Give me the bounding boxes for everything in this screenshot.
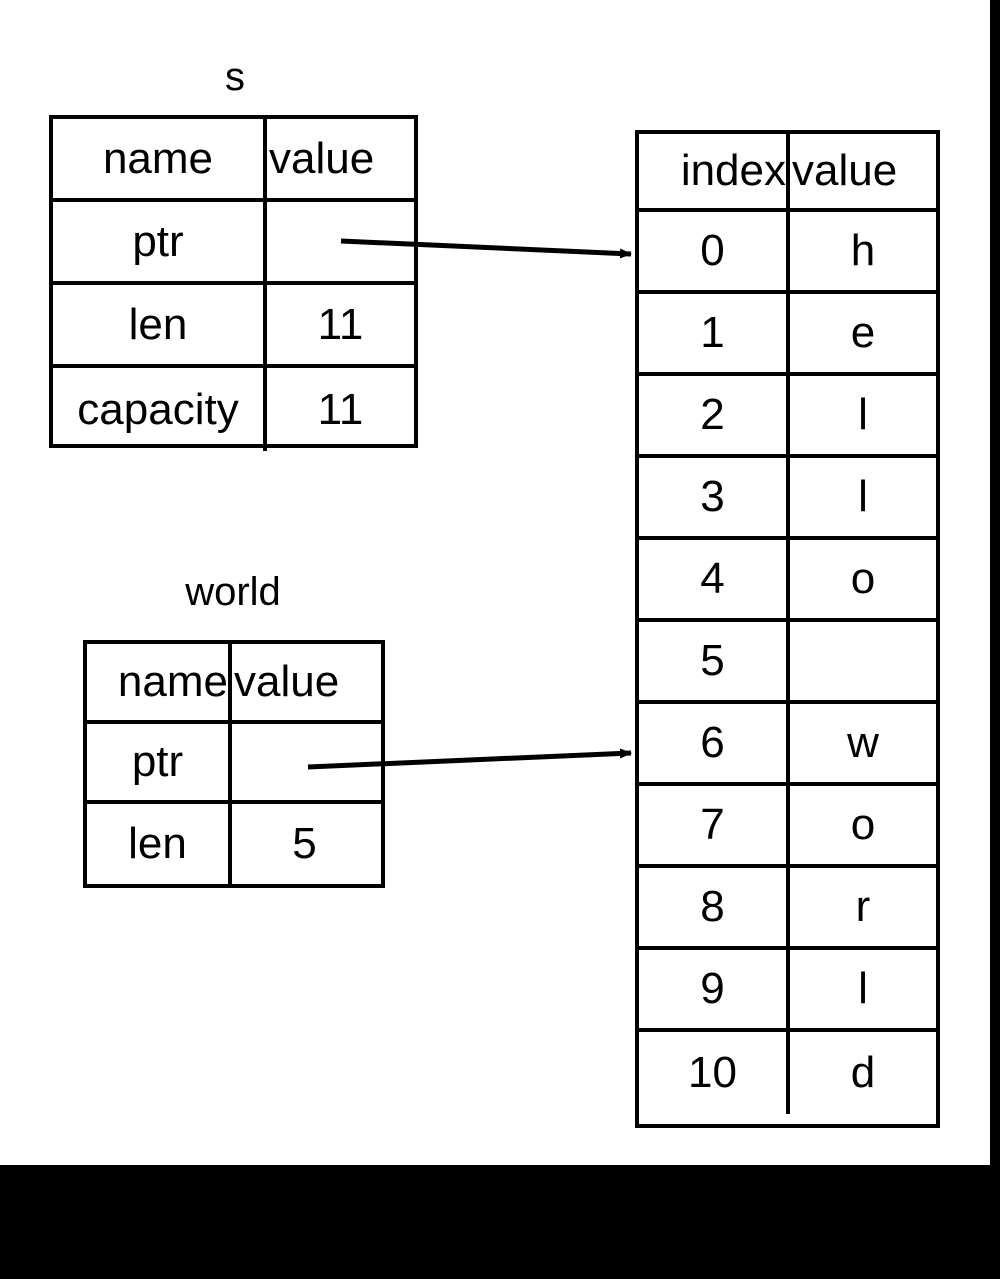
stack-table-s-title: s [225, 55, 245, 99]
table-row: 7 o [639, 786, 936, 868]
table-row: 9 l [639, 950, 936, 1032]
column-header-value: value [792, 146, 898, 195]
table-row: ptr [53, 202, 414, 285]
heap-value-0: h [850, 226, 876, 275]
table-row: 2 l [639, 376, 936, 458]
table-row: len 11 [53, 285, 414, 368]
heap-table: index value 0 h 1 e 2 l 3 l 4 o 5 6 w [635, 130, 940, 1128]
table-row: 1 e [639, 294, 936, 376]
heap-index-2: 2 [639, 376, 790, 454]
field-name-len: len [87, 804, 232, 884]
field-name-ptr: ptr [53, 202, 267, 281]
heap-value-5 [790, 622, 936, 700]
heap-index-3: 3 [639, 458, 790, 536]
field-name-len: len [53, 285, 267, 364]
stack-table-s: name value ptr len 11 capacity 11 [49, 115, 418, 451]
table-header-row: name value [87, 644, 381, 724]
field-value-len: 5 [292, 819, 317, 868]
field-value-capacity: 11 [317, 384, 364, 434]
heap-index-7: 7 [639, 786, 790, 864]
table-row: 0 h [639, 212, 936, 294]
table-row: 6 w [639, 704, 936, 786]
heap-value-10: d [850, 1048, 876, 1097]
heap-value-9: l [858, 964, 868, 1013]
heap-index-8: 8 [639, 868, 790, 946]
table-row: capacity 11 [53, 368, 414, 451]
column-header-value: value [269, 133, 375, 183]
table-row: 5 [639, 622, 936, 704]
table-row: ptr [87, 724, 381, 804]
table-row: 10 d [639, 1032, 936, 1114]
heap-index-9: 9 [639, 950, 790, 1028]
heap-index-4: 4 [639, 540, 790, 618]
heap-value-1: e [850, 308, 876, 357]
letterbox-band-bottom [0, 1165, 1000, 1279]
heap-index-6: 6 [639, 704, 790, 782]
table-row: 8 r [639, 868, 936, 950]
stack-table-world-title: world [185, 570, 281, 614]
table-header-row: index value [639, 134, 936, 212]
field-value-len: 11 [317, 299, 364, 349]
column-header-index: index [639, 134, 790, 208]
heap-index-10: 10 [639, 1032, 790, 1114]
column-header-name: name [53, 119, 267, 198]
heap-index-0: 0 [639, 212, 790, 290]
heap-value-7: o [850, 800, 876, 849]
field-name-ptr: ptr [87, 724, 232, 800]
table-row: len 5 [87, 804, 381, 884]
column-header-value: value [234, 657, 340, 706]
heap-value-4: o [850, 554, 876, 603]
heap-value-3: l [858, 472, 868, 521]
table-row: 3 l [639, 458, 936, 540]
heap-index-5: 5 [639, 622, 790, 700]
table-row: 4 o [639, 540, 936, 622]
table-header-row: name value [53, 119, 414, 202]
letterbox-band-right [990, 0, 1000, 1165]
field-name-capacity: capacity [53, 368, 267, 451]
stack-table-world: name value ptr len 5 [83, 640, 385, 888]
heap-value-8: r [855, 882, 871, 931]
field-value-ptr [232, 724, 377, 800]
heap-index-1: 1 [639, 294, 790, 372]
heap-value-6: w [847, 718, 879, 767]
column-header-name: name [87, 644, 232, 720]
heap-value-2: l [858, 390, 868, 439]
field-value-ptr [267, 202, 414, 281]
